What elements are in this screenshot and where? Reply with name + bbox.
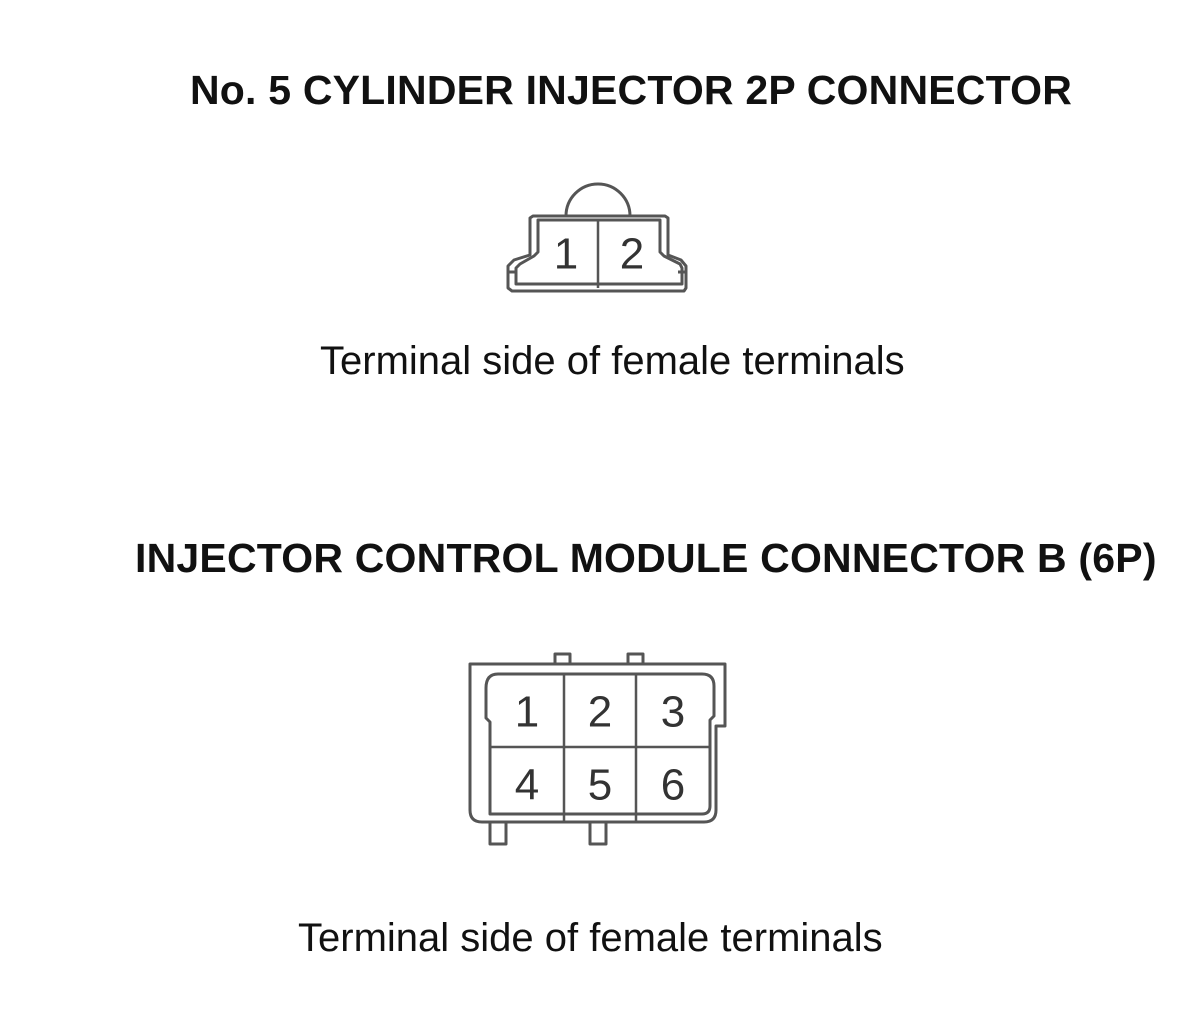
connector-6p-bottom-tab-left xyxy=(488,822,508,846)
connector-6p-caption: Terminal side of female terminals xyxy=(298,916,883,960)
pin-6p-6: 6 xyxy=(661,761,685,810)
pin-2p-1: 1 xyxy=(554,230,578,279)
connector-2p-title: No. 5 CYLINDER INJECTOR 2P CONNECTOR xyxy=(190,67,1073,113)
connector-2p-diagram: 1 2 xyxy=(506,182,688,293)
connector-6p-bottom-tab-right xyxy=(588,822,608,846)
pin-6p-4: 4 xyxy=(515,761,539,810)
connector-6p-cavity xyxy=(484,672,716,816)
connector-6p-diagram: 1 2 3 4 5 6 xyxy=(468,652,727,846)
connector-2p-lock-tab xyxy=(564,182,632,217)
connector-6p-housing xyxy=(468,662,727,824)
connector-6p-title: INJECTOR CONTROL MODULE CONNECTOR B (6P) xyxy=(135,535,1157,581)
pin-2p-2: 2 xyxy=(620,230,644,279)
pin-6p-2: 2 xyxy=(588,688,612,737)
pin-6p-3: 3 xyxy=(661,688,685,737)
connector-6p-top-tab-right xyxy=(626,652,645,664)
connector-2p-caption: Terminal side of female terminals xyxy=(320,339,905,383)
connector-6p-top-tab-left xyxy=(553,652,572,664)
connector-2p-cavity xyxy=(514,218,684,286)
pin-6p-1: 1 xyxy=(515,688,539,737)
pin-6p-5: 5 xyxy=(588,761,612,810)
connector-2p-housing xyxy=(506,214,688,293)
